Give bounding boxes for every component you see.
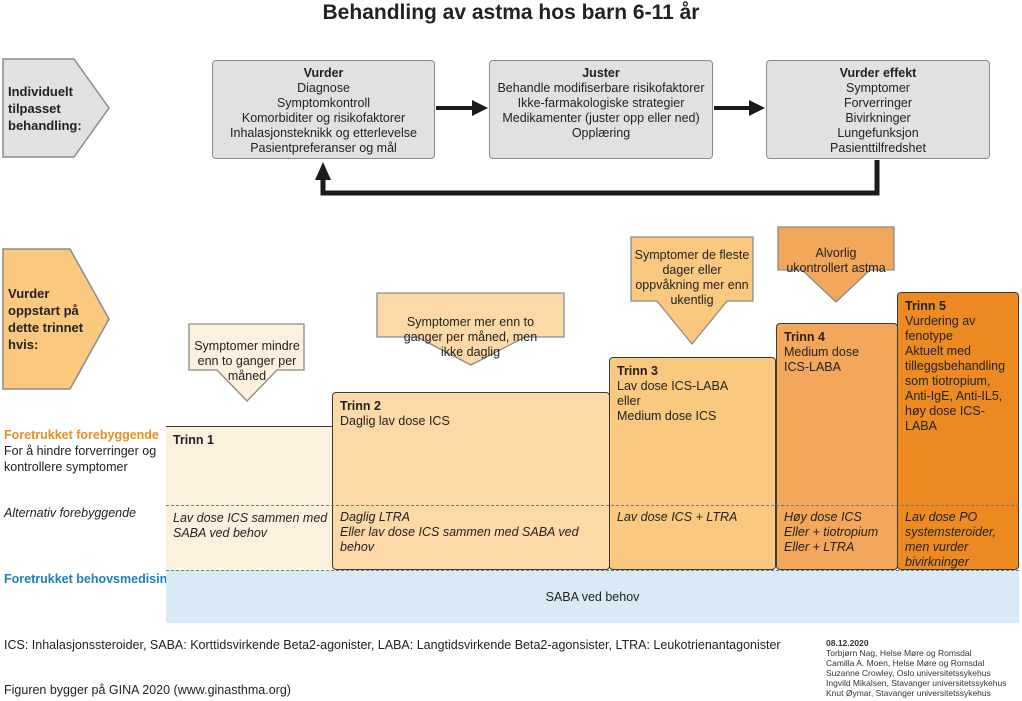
callout-step2: Symptomer mer enn to ganger per måned, m… <box>375 292 566 367</box>
evaluate-line: Forverringer <box>843 96 913 110</box>
evaluate-line: Lungefunksjon <box>837 126 919 140</box>
alternative-divider <box>166 505 1019 506</box>
adjust-heading: Juster <box>582 66 620 80</box>
reliever-band: SABA ved behov <box>166 570 1019 623</box>
step-3-title: Trinn 3 <box>617 364 658 378</box>
step-1: Trinn 1 Lav dose ICS sammen med SABA ved… <box>166 426 332 569</box>
step-2-preferred: Daglig lav dose ICS <box>340 414 450 428</box>
page-title: Behandling av astma hos barn 6-11 år <box>322 1 700 24</box>
adjust-line: Behandle modifiserbare risikofaktorer <box>497 81 705 95</box>
callout-arrow-shape <box>188 323 305 402</box>
assess-line: Pasientpreferanser og mål <box>250 141 397 155</box>
step-5-preferred: Vurdering av fenotype Aktuelt med tilleg… <box>905 314 1006 433</box>
arrow-assess-to-adjust <box>436 100 488 116</box>
abbreviations-note: ICS: Inhalasjonssteroider, SABA: Korttid… <box>4 638 781 652</box>
callout-arrow-shape <box>630 236 754 345</box>
callout-step3: Symptomer de fleste dager eller oppvåkni… <box>629 236 755 346</box>
source-note: Figuren bygger på GINA 2020 (www.ginasth… <box>4 683 291 697</box>
evaluate-heading: Vurder effekt <box>839 66 917 80</box>
evaluate-box: Vurder effekt Symptomer Forverringer Biv… <box>766 60 990 159</box>
step-5-title: Trinn 5 <box>905 299 946 313</box>
evaluate-line: Pasienttilfredshet <box>830 141 926 155</box>
preferred-controller-title: Foretrukket forebyggende <box>4 428 159 442</box>
credits-author: Knut Øymar, Stavanger universitetssykehu… <box>826 688 991 698</box>
alternative-controller-label: Alternativ forebyggende <box>4 506 137 520</box>
step-5: Trinn 5 Vurdering av fenotype Aktuelt me… <box>897 292 1019 570</box>
step-3: Trinn 3 Lav dose ICS-LABA eller Medium d… <box>609 357 776 570</box>
preferred-controller-desc: For å hindre forverringer og kontrollere… <box>4 444 157 474</box>
step-2-title: Trinn 2 <box>340 399 381 413</box>
assess-line: Diagnose <box>297 81 350 95</box>
step-4-preferred: Medium dose ICS-LABA <box>784 345 860 374</box>
arrow-feedback-loop <box>315 160 880 196</box>
callout-step4: Alvorlig ukontrollert astma <box>776 226 896 304</box>
pentagon-arrow-shape <box>2 58 110 158</box>
callout-arrow-shape <box>777 226 895 303</box>
credits-author: Torbjørn Nag, Helse Møre og Romsdal <box>826 648 972 658</box>
pentagon-arrow-shape <box>2 248 110 390</box>
evaluate-line: Bivirkninger <box>845 111 911 125</box>
assess-heading: Vurder <box>303 66 344 80</box>
cycle-arrows <box>315 100 880 196</box>
step-1-title: Trinn 1 <box>173 433 214 447</box>
adjust-line: Opplæring <box>571 126 631 140</box>
assess-box: Vurder Diagnose Symptomkontroll Komorbid… <box>212 60 435 159</box>
arrow-adjust-to-evaluate <box>714 100 765 116</box>
credits-author: Ingvild Mikalsen, Stavanger universitets… <box>826 678 1007 688</box>
step-3-preferred: Lav dose ICS-LABA eller Medium dose ICS <box>617 379 729 423</box>
evaluate-line: Symptomer <box>846 81 910 95</box>
credits-author: Camilla A. Moen, Helse Møre og Romsdal <box>826 658 985 668</box>
callout-arrow-shape <box>376 292 565 366</box>
step-4-title: Trinn 4 <box>784 330 825 344</box>
adjust-line: Medikamenter (juster opp eller ned) <box>502 111 700 125</box>
reliever-text: SABA ved behov <box>545 590 640 604</box>
cycle-label: Individuelt tilpasset behandling: <box>2 58 110 158</box>
step-1-alternative: Lav dose ICS sammen med SABA ved behov <box>173 511 328 540</box>
step-2: Trinn 2 Daglig lav dose ICS Daglig LTRA … <box>332 392 610 570</box>
callout-step1: Symptomer mindre enn to ganger per måned <box>187 323 307 403</box>
step-2-alternative: Daglig LTRA Eller lav dose ICS sammen me… <box>340 510 579 554</box>
step-5-alternative: Lav dose PO systemsteroider, men vurder … <box>905 510 997 569</box>
credits-author: Suzanne Crowley, Oslo universitetssykehu… <box>826 668 991 678</box>
step-3-alternative: Lav dose ICS + LTRA <box>617 510 738 524</box>
credits: 08.12.2020 Torbjørn Nag, Helse Møre og R… <box>826 638 1020 698</box>
assess-line: Symptomkontroll <box>276 96 371 110</box>
assess-line: Inhalasjonsteknikk og etterlevelse <box>230 126 417 140</box>
preferred-controller-label: Foretrukket forebyggende For å hindre fo… <box>4 427 164 475</box>
start-label: Vurder oppstart på dette trinnet hvis: <box>2 248 110 390</box>
credits-date: 08.12.2020 <box>826 638 869 648</box>
step-4: Trinn 4 Medium dose ICS-LABA Høy dose IC… <box>776 323 898 570</box>
adjust-line: Ikke-farmakologiske strategier <box>517 96 685 110</box>
reliever-label: Foretrukket behovsmedisin <box>4 572 168 586</box>
adjust-box: Juster Behandle modifiserbare risikofakt… <box>489 60 713 159</box>
step-4-alternative: Høy dose ICS Eller + tiotropium Eller + … <box>784 510 879 554</box>
assess-line: Komorbiditer og risikofaktorer <box>241 111 406 125</box>
